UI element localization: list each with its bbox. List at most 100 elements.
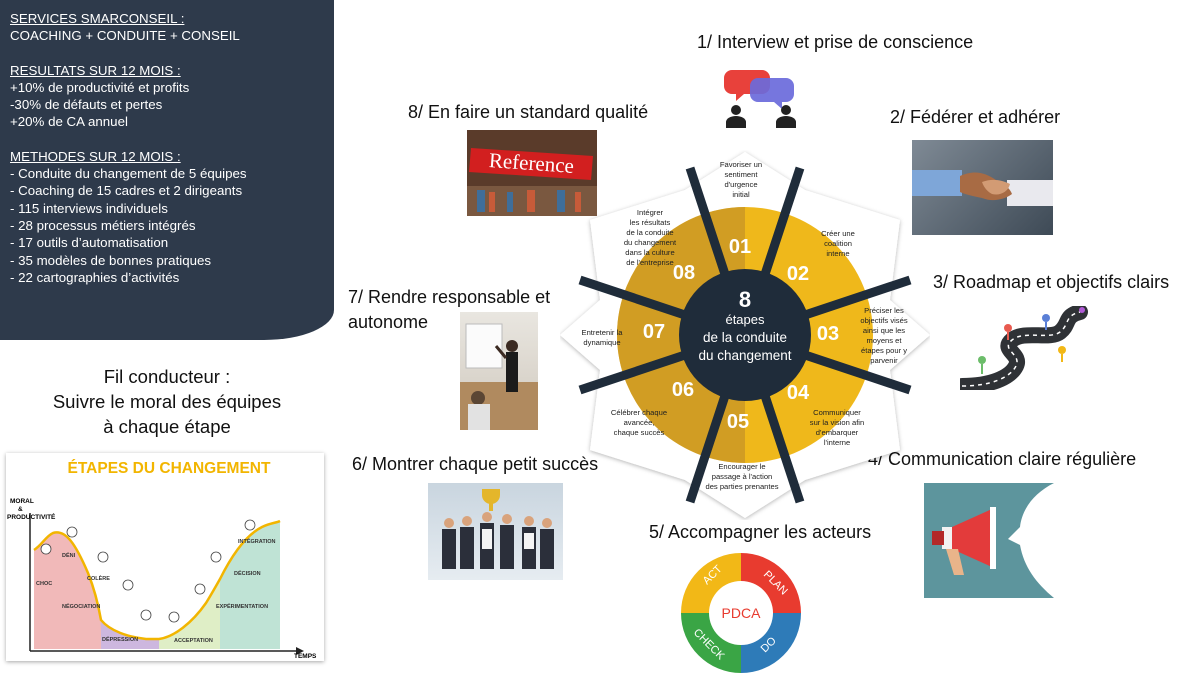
methods-item: - Coaching de 15 cadres et 2 dirigeants — [10, 183, 243, 199]
segment-text: objectifs visés — [860, 316, 907, 325]
segment-text: ainsi que les — [863, 326, 905, 335]
face-icon — [140, 609, 152, 621]
fil-line-2: Suivre le moral des équipes — [52, 391, 282, 412]
x-axis-arrow — [296, 647, 304, 655]
interview-icon — [724, 70, 796, 128]
face-icon — [210, 551, 222, 563]
methods-item: - 28 processus métiers intégrés — [10, 217, 196, 233]
interview-picture — [722, 64, 798, 132]
segment-text: d'urgence — [724, 180, 757, 189]
pdca-check-arc — [681, 613, 741, 673]
pdca-cycle-icon: ACT PLAN DO CHECK PDCA — [681, 553, 801, 673]
methods-item: - 115 interviews individuels — [10, 200, 168, 216]
phase-label: DÉNI — [62, 551, 76, 559]
phase-label: ACCEPTATION — [174, 638, 213, 644]
phase-label: INTÉGRATION — [238, 537, 276, 545]
phase-label: NÉGOCIATION — [62, 602, 100, 610]
fil-conducteur: Fil conducteur : Suivre le moral des équ… — [0, 364, 334, 439]
segment-number-01: 01 — [729, 236, 751, 258]
segment-text: de la conduite — [626, 228, 673, 237]
segment-text: interne — [826, 249, 849, 258]
methods-title: METHODES SUR 12 MOIS : — [10, 148, 181, 164]
segment-text: parvenir — [870, 356, 898, 365]
segment-text: sur la vision afin — [810, 418, 864, 427]
phase-label: COLÈRE — [87, 574, 110, 582]
segment-number-07: 07 — [643, 321, 665, 343]
phase-fill-green — [159, 579, 220, 649]
segment-text: Célébrer chaque — [611, 408, 667, 417]
segment-text: des parties prenantes — [705, 482, 778, 491]
wheel-center-line-3: du changement — [698, 348, 791, 363]
face-icons — [40, 519, 256, 623]
phase-label: DÉCISION — [234, 569, 261, 577]
reference-sign-text: Reference — [488, 148, 575, 178]
results-section: RESULTATS SUR 12 MOIS : +10% de producti… — [10, 62, 324, 131]
segment-text: coalition — [824, 239, 852, 248]
methods-section: METHODES SUR 12 MOIS : - Conduite du cha… — [10, 148, 324, 286]
face-icon — [194, 583, 206, 595]
handshake-icon — [912, 170, 1053, 206]
wheel-center-line-1: étapes — [725, 312, 765, 327]
face-icon — [40, 543, 52, 555]
segment-text: étapes pour y — [861, 346, 907, 355]
success-picture — [428, 483, 563, 580]
services-title: SERVICES SMARCONSEIL : — [10, 11, 185, 26]
team-celebration-icon — [442, 489, 554, 569]
pdca-picture: ACT PLAN DO CHECK PDCA — [677, 549, 805, 677]
face-icon — [66, 526, 78, 538]
segment-number-04: 04 — [787, 382, 810, 404]
step-label-7b: autonome — [348, 312, 429, 332]
phase-fill-teal — [220, 521, 280, 649]
segment-text: Créer une — [821, 229, 855, 238]
segment-text: d'embarquer — [816, 428, 859, 437]
segment-text: dynamique — [583, 338, 620, 347]
curve-title: ÉTAPES DU CHANGEMENT — [68, 460, 271, 477]
face-icon — [122, 579, 134, 591]
change-wheel: 8 étapes de la conduite du changement 01… — [560, 150, 930, 520]
methods-item: - 35 modèles de bonnes pratiques — [10, 252, 212, 268]
phase-label: DÉPRESSION — [102, 635, 138, 643]
face-icon — [97, 551, 109, 563]
y-label-amp: & — [18, 506, 23, 513]
segment-text: du changement — [624, 238, 677, 247]
segment-text: Communiquer — [813, 408, 861, 417]
step-label-8: 8/ En faire un standard qualité — [408, 102, 649, 122]
phase-label: EXPÉRIMENTATION — [216, 602, 268, 610]
change-curve-card: ÉTAPES DU CHANGEMENT MORAL & PRODUCTIVIT… — [6, 453, 324, 661]
segment-number-06: 06 — [672, 379, 694, 401]
segment-number-02: 02 — [787, 263, 809, 285]
segment-text: moyens et — [866, 336, 902, 345]
face-icon — [244, 519, 256, 531]
segment-text: de l'entreprise — [626, 258, 673, 267]
segment-text: les résultats — [630, 218, 671, 227]
x-label-temps: TEMPS — [294, 653, 317, 660]
phase-label: CHOC — [36, 581, 52, 587]
results-item: +10% de productivité et profits — [10, 79, 190, 95]
segment-text: avancée, — [624, 418, 655, 427]
roadmap-picture — [960, 306, 1090, 390]
wheel-center-number: 8 — [739, 287, 751, 312]
info-panel: SERVICES SMARCONSEIL : COACHING + CONDUI… — [0, 0, 334, 340]
methods-item: - 22 cartographies d’activités — [10, 269, 180, 285]
services-line: COACHING + CONDUITE + CONSEIL — [10, 28, 240, 44]
phase-fill-purple — [101, 620, 159, 649]
step-label-2: 2/ Fédérer et adhérer — [890, 107, 1061, 127]
segment-text: Entretenir la — [582, 328, 624, 337]
step-label-5: 5/ Accompagner les acteurs — [649, 522, 872, 542]
handshake-picture — [912, 140, 1053, 235]
methods-item: - Conduite du changement de 5 équipes — [10, 166, 247, 182]
segment-number-03: 03 — [817, 323, 839, 345]
pdca-plan-arc — [741, 553, 801, 613]
fil-line-3: à chaque étape — [103, 416, 231, 437]
segment-number-05: 05 — [727, 411, 749, 433]
services-section: SERVICES SMARCONSEIL : COACHING + CONDUI… — [10, 10, 324, 45]
methods-item: - 17 outils d’automatisation — [10, 235, 169, 251]
face-icon — [168, 611, 180, 623]
presenter-picture — [460, 312, 538, 430]
segment-text: sentiment — [725, 170, 759, 179]
fil-line-1: Fil conducteur : — [103, 366, 231, 387]
pdca-act-arc — [681, 553, 741, 613]
step-label-4: 4/ Communication claire régulière — [868, 449, 1137, 469]
reference-picture: Reference — [467, 130, 597, 216]
results-item: +20% de CA annuel — [10, 114, 128, 130]
